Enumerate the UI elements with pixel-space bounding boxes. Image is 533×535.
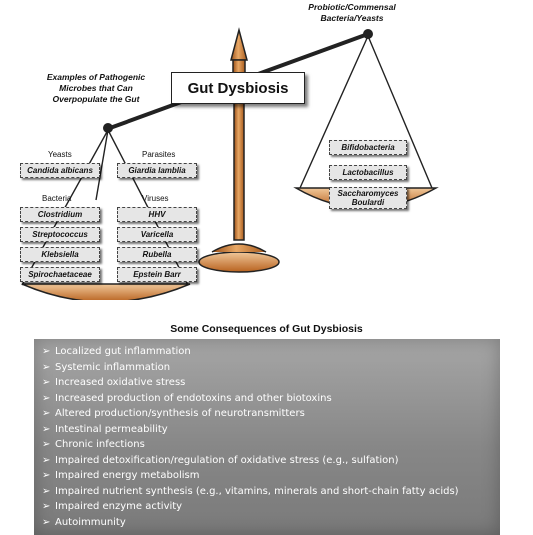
bacteria-item: Klebsiella (20, 247, 100, 262)
right-pan-title: Probiotic/Commensal Bacteria/Yeasts (308, 2, 396, 23)
checkmark-arrow-icon: ➢ (42, 361, 51, 373)
virus-item: Epstein Barr (117, 267, 197, 282)
checkmark-arrow-icon: ➢ (42, 501, 51, 512)
bacteria-item: Clostridium (20, 207, 100, 222)
bacteria-label: Bacteria (42, 194, 72, 203)
scale-pole (233, 89, 245, 241)
virus-item: Varicella (117, 227, 197, 242)
bacteria-item: Streptococcus (20, 227, 100, 242)
right-pan-strings (299, 35, 433, 189)
list-item: ➢Increased oxidative stress (42, 375, 500, 391)
list-item: ➢Increased production of endotoxins and … (42, 391, 500, 407)
left-pan-title: Examples of Pathogenic Microbes that Can… (46, 72, 146, 104)
checkmark-arrow-icon: ➢ (42, 439, 51, 450)
list-item: ➢Impaired detoxification/regulation of o… (42, 453, 500, 469)
yeast-item: Candida albicans (20, 163, 100, 178)
checkmark-arrow-icon: ➢ (42, 485, 51, 497)
consequences-list: ➢Localized gut inflammation ➢Systemic in… (34, 339, 500, 530)
left-beam-knob (103, 123, 113, 133)
checkmark-arrow-icon: ➢ (42, 454, 51, 466)
checkmark-arrow-icon: ➢ (42, 408, 51, 419)
checkmark-arrow-icon: ➢ (42, 346, 51, 357)
list-item: ➢Impaired enzyme activity (42, 499, 500, 515)
left-pan (21, 283, 191, 300)
bacteria-item: Spirochaetaceae (20, 267, 100, 282)
viruses-label: Viruses (142, 194, 169, 203)
gut-dysbiosis-title: Gut Dysbiosis (171, 72, 305, 104)
list-item: ➢Intestinal permeability (42, 422, 500, 438)
list-item: ➢Impaired energy metabolism (42, 468, 500, 484)
probiotic-item: Bifidobacteria (329, 140, 407, 155)
checkmark-arrow-icon: ➢ (42, 423, 51, 435)
probiotic-item: Lactobacillus (329, 165, 407, 180)
list-item: ➢Impaired nutrient synthesis (e.g., vita… (42, 484, 500, 500)
parasite-item: Giardia lamblia (117, 163, 197, 178)
list-item: ➢Autoimmunity (42, 515, 500, 531)
virus-item: Rubella (117, 247, 197, 262)
list-item: ➢Altered production/synthesis of neurotr… (42, 406, 500, 422)
list-item: ➢Chronic infections (42, 437, 500, 453)
list-item: ➢Systemic inflammation (42, 360, 500, 376)
right-beam-knob (363, 29, 373, 39)
parasites-label: Parasites (142, 150, 176, 159)
probiotic-item: Saccharomyces Boulardi (329, 187, 407, 209)
checkmark-arrow-icon: ➢ (42, 392, 51, 404)
list-item: ➢Localized gut inflammation (42, 344, 500, 360)
checkmark-arrow-icon: ➢ (42, 470, 51, 481)
scale-base (198, 251, 280, 273)
virus-item: HHV (117, 207, 197, 222)
consequences-panel: ➢Localized gut inflammation ➢Systemic in… (34, 339, 500, 535)
checkmark-arrow-icon: ➢ (42, 516, 51, 528)
consequences-title: Some Consequences of Gut Dysbiosis (170, 323, 363, 335)
yeasts-label: Yeasts (48, 150, 72, 159)
scale-spike (230, 27, 248, 61)
checkmark-arrow-icon: ➢ (42, 377, 51, 388)
